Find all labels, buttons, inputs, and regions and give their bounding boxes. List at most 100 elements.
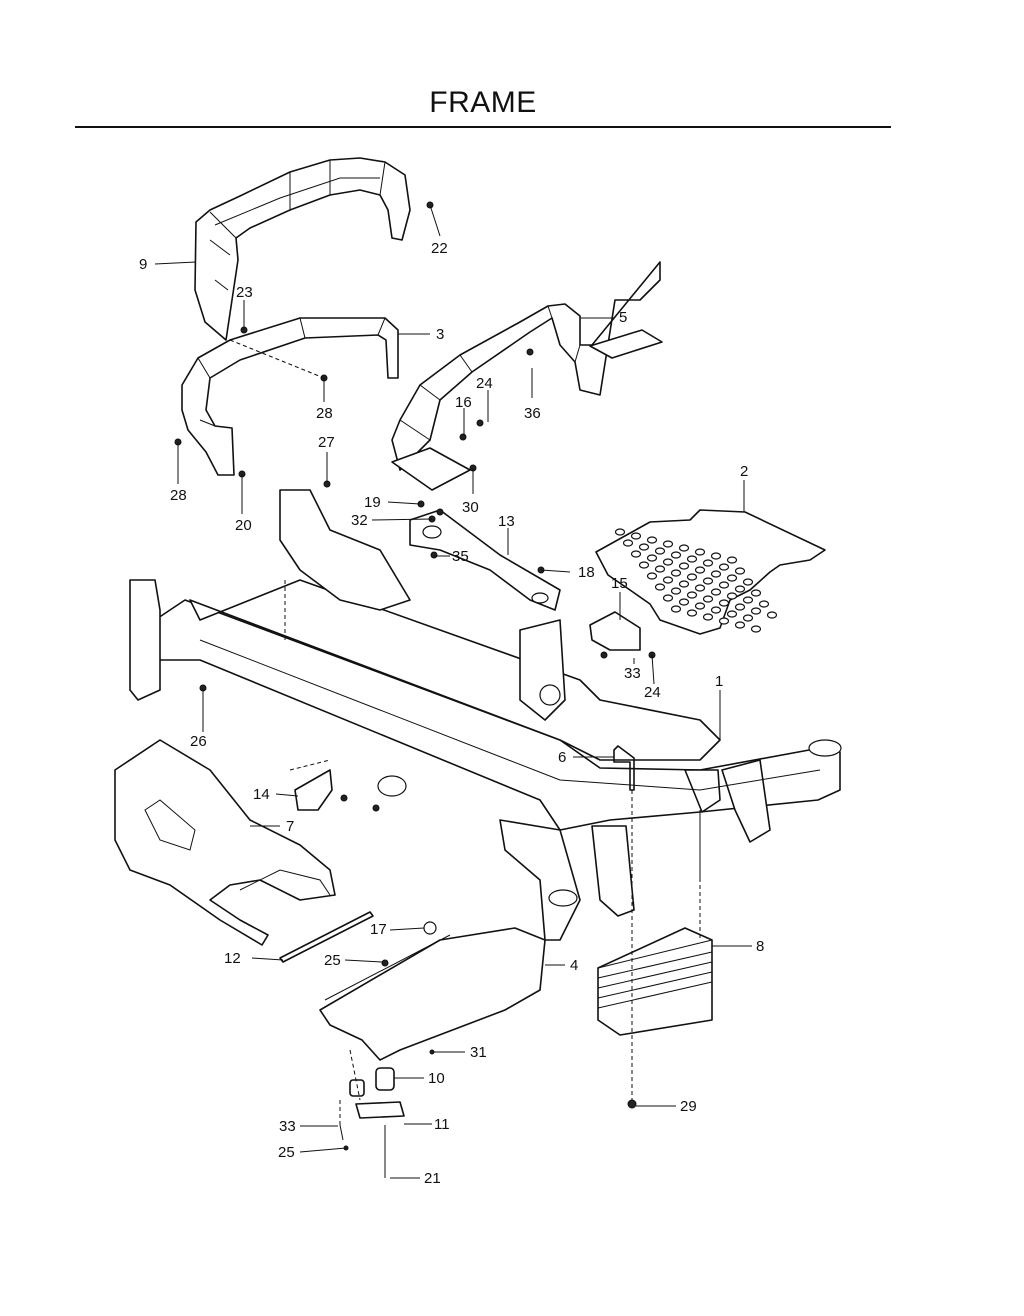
callout-35: 35 bbox=[452, 548, 469, 565]
perforation-hole bbox=[726, 592, 738, 600]
perforation-hole bbox=[718, 617, 730, 625]
perforation-hole bbox=[694, 566, 706, 574]
assembly-lines bbox=[229, 339, 701, 1128]
perforation-hole bbox=[742, 596, 754, 604]
part-13-side-plate bbox=[409, 509, 561, 611]
title-rule bbox=[75, 126, 891, 128]
perforation-hole bbox=[670, 605, 682, 613]
callout-11: 11 bbox=[434, 1116, 450, 1133]
perforation-hole bbox=[750, 625, 762, 633]
callout-6: 6 bbox=[558, 749, 566, 766]
callout-5: 5 bbox=[619, 309, 627, 326]
callout-30: 30 bbox=[462, 499, 479, 516]
part-8-weight-stack bbox=[597, 927, 713, 1036]
callout-22: 22 bbox=[431, 240, 448, 257]
perforation-hole bbox=[710, 552, 722, 560]
perforation-hole bbox=[726, 574, 738, 582]
perforation-hole bbox=[710, 570, 722, 578]
callout-17: 17 bbox=[370, 921, 387, 938]
perforation-hole bbox=[694, 584, 706, 592]
perforation-hole bbox=[750, 589, 762, 597]
perforation-hole bbox=[638, 561, 650, 569]
callout-14: 14 bbox=[253, 786, 270, 803]
perforation-hole bbox=[630, 532, 642, 540]
callout-25-upper: 25 bbox=[324, 952, 341, 969]
callout-10: 10 bbox=[428, 1070, 445, 1087]
perforation-hole bbox=[686, 591, 698, 599]
perforation-hole bbox=[662, 540, 674, 548]
callout-9: 9 bbox=[139, 256, 147, 273]
callout-33-lower: 33 bbox=[279, 1118, 296, 1135]
perforation-hole bbox=[670, 569, 682, 577]
perforation-hole bbox=[670, 551, 682, 559]
part-9-seat-bracket bbox=[194, 157, 411, 341]
part-11-plate bbox=[355, 1101, 405, 1119]
perforation-hole bbox=[734, 621, 746, 629]
perforation-hole bbox=[726, 556, 738, 564]
perforation-hole bbox=[718, 581, 730, 589]
callout-13: 13 bbox=[498, 513, 515, 530]
perforation-hole bbox=[678, 544, 690, 552]
perforation-hole bbox=[662, 594, 674, 602]
part-1-main-frame bbox=[129, 489, 842, 941]
perforation-hole bbox=[678, 562, 690, 570]
callout-12: 12 bbox=[224, 950, 241, 967]
callout-25-lower: 25 bbox=[278, 1144, 295, 1161]
perforation-hole bbox=[654, 547, 666, 555]
callout-18: 18 bbox=[578, 564, 595, 581]
perforation-hole bbox=[702, 595, 714, 603]
perforation-hole bbox=[694, 602, 706, 610]
callout-8: 8 bbox=[756, 938, 764, 955]
callout-7: 7 bbox=[286, 818, 294, 835]
callout-28-lower: 28 bbox=[170, 487, 187, 504]
perforation-hole bbox=[742, 614, 754, 622]
perforation-hole bbox=[654, 583, 666, 591]
callout-24-lower: 24 bbox=[644, 684, 661, 701]
perforation-hole bbox=[646, 536, 658, 544]
part-10-spacer bbox=[349, 1067, 395, 1097]
perforation-hole bbox=[638, 543, 650, 551]
perforation-hole bbox=[702, 613, 714, 621]
perforation-hole bbox=[766, 611, 778, 619]
perforation-hole bbox=[614, 528, 626, 536]
callout-27: 27 bbox=[318, 434, 335, 451]
perforation-hole bbox=[622, 539, 634, 547]
callout-24-upper: 24 bbox=[476, 375, 493, 392]
floor-plate-perforations bbox=[614, 528, 778, 633]
perforation-hole bbox=[662, 576, 674, 584]
perforation-hole bbox=[702, 577, 714, 585]
callout-2: 2 bbox=[740, 463, 748, 480]
callout-labels: 9 22 23 3 28 28 20 5 24 16 36 27 19 30 3… bbox=[139, 240, 764, 1187]
part-3-seat-support bbox=[181, 317, 399, 476]
callout-1: 1 bbox=[715, 673, 723, 690]
perforation-hole bbox=[710, 606, 722, 614]
leader-lines bbox=[154, 204, 752, 1179]
perforation-hole bbox=[678, 598, 690, 606]
perforation-hole bbox=[734, 567, 746, 575]
callout-29: 29 bbox=[680, 1098, 697, 1115]
callout-20: 20 bbox=[235, 517, 252, 534]
callout-23: 23 bbox=[236, 284, 253, 301]
perforation-hole bbox=[702, 559, 714, 567]
page-title: FRAME bbox=[429, 86, 537, 119]
part-4-shield bbox=[319, 927, 546, 1061]
callout-21: 21 bbox=[424, 1170, 441, 1187]
callout-28-upper: 28 bbox=[316, 405, 333, 422]
callout-33-upper: 33 bbox=[624, 665, 641, 682]
perforation-hole bbox=[718, 599, 730, 607]
part-7-deck-plate bbox=[114, 739, 336, 946]
perforation-hole bbox=[718, 563, 730, 571]
perforation-hole bbox=[734, 603, 746, 611]
perforation-hole bbox=[670, 587, 682, 595]
perforation-hole bbox=[654, 565, 666, 573]
fasteners bbox=[174, 201, 701, 1178]
perforation-hole bbox=[662, 558, 674, 566]
perforation-hole bbox=[678, 580, 690, 588]
callout-31: 31 bbox=[470, 1044, 487, 1061]
callout-4: 4 bbox=[570, 957, 578, 974]
perforation-hole bbox=[758, 600, 770, 608]
callout-19: 19 bbox=[364, 494, 381, 511]
perforation-hole bbox=[734, 585, 746, 593]
perforation-hole bbox=[694, 548, 706, 556]
part-5-control-tower bbox=[391, 261, 663, 491]
